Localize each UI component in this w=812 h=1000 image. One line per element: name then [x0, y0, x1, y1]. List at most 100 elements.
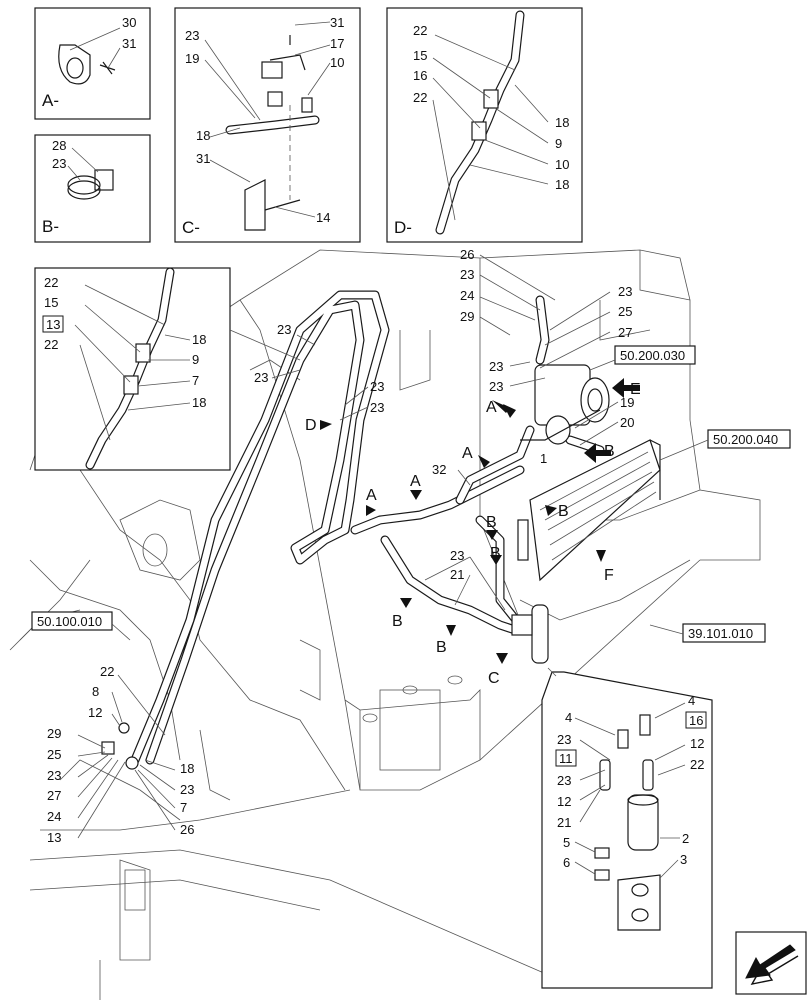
callout-inset-9: 9: [192, 352, 199, 367]
arrow-letter: E: [630, 381, 641, 398]
callout-l22: 22: [100, 664, 114, 679]
callout-d-18b: 18: [555, 177, 569, 192]
main-callouts-middle: 23 23 23 23 23 21: [254, 322, 506, 611]
main-callouts-upper: 26 23 24 29 23 25 27 23 23 19 20 1 32: [432, 247, 634, 486]
callout-l26: 26: [180, 822, 194, 837]
panel-c-letter: C-: [182, 218, 200, 237]
callout-23g: 23: [370, 379, 384, 394]
callout-25: 25: [618, 304, 632, 319]
callout-b-28: 28: [52, 138, 66, 153]
view-arrow-a1: A: [486, 399, 516, 418]
callout-23f: 23: [254, 370, 268, 385]
callout-c-10: 10: [330, 55, 344, 70]
callout-rx-12a: 12: [690, 736, 704, 751]
detail-panel-d: 22 15 16 22 18 9 10 18 D-: [386, 7, 583, 243]
callout-27: 27: [618, 325, 632, 340]
reference-label[interactable]: 39.101.010: [688, 626, 753, 641]
reference-label[interactable]: 50.100.010: [37, 614, 102, 629]
view-arrow-b1: B: [584, 443, 615, 463]
reference-box-50200040[interactable]: 50.200.040: [659, 429, 791, 461]
detail-inset-hose: 22 15 13 22 18 9 7 18: [34, 267, 301, 471]
callout-rx-2: 2: [682, 831, 689, 846]
callout-23b: 23: [618, 284, 632, 299]
callout-inset-18a: 18: [192, 332, 206, 347]
view-arrow-b3: B: [486, 514, 498, 540]
arrow-letter: A: [410, 473, 421, 490]
arrow-letter: A: [462, 445, 473, 462]
view-arrow-b6: B: [436, 625, 456, 656]
detail-panel-a: 30 31 A-: [34, 7, 151, 120]
callout-rx-23b: 23: [557, 773, 571, 788]
callout-l27: 27: [47, 788, 61, 803]
callout-d-16: 16: [413, 68, 427, 83]
callout-rx-23a: 23: [557, 732, 571, 747]
callout-b-23: 23: [52, 156, 66, 171]
callout-c-14: 14: [316, 210, 330, 225]
arrow-letter: B: [490, 545, 501, 562]
callout-d-22b: 22: [413, 90, 427, 105]
view-arrow-b5: B: [392, 598, 412, 630]
callout-inset-7: 7: [192, 373, 199, 388]
reference-box-39101010[interactable]: 39.101.010: [649, 623, 766, 643]
callout-l18: 18: [180, 761, 194, 776]
callout-26: 26: [460, 247, 474, 262]
callout-rx-12b: 12: [557, 794, 571, 809]
callout-rx-4a: 4: [565, 710, 572, 725]
callout-rx-5: 5: [563, 835, 570, 850]
reference-box-50100010[interactable]: 50.100.010: [31, 611, 131, 641]
arrow-letter: B: [436, 639, 447, 656]
callout-19: 19: [620, 395, 634, 410]
callout-c-23: 23: [185, 28, 199, 43]
callout-rx-22: 22: [690, 757, 704, 772]
callout-l23b: 23: [180, 782, 194, 797]
callout-23c: 23: [489, 359, 503, 374]
callout-d-22a: 22: [413, 23, 427, 38]
view-arrows: A E B A A A D B B B F B B C: [305, 378, 641, 687]
panel-a-letter: A-: [42, 91, 59, 110]
callout-c-31b: 31: [196, 151, 210, 166]
reference-box-50200030[interactable]: 50.200.030: [589, 345, 696, 371]
callout-a-31: 31: [122, 36, 136, 51]
callout-d-18a: 18: [555, 115, 569, 130]
callout-l25: 25: [47, 747, 61, 762]
callout-inset-13: 13: [46, 317, 60, 332]
callout-c-31a: 31: [330, 15, 344, 30]
callout-l13: 13: [47, 830, 61, 845]
callout-23a: 23: [460, 267, 474, 282]
reference-label[interactable]: 50.200.030: [620, 348, 685, 363]
arrow-letter: B: [604, 443, 615, 460]
receiver-drier-main: [511, 604, 549, 664]
callout-rx-4b: 4: [688, 693, 695, 708]
callout-1: 1: [540, 451, 547, 466]
callout-l29: 29: [47, 726, 61, 741]
callout-23e: 23: [277, 322, 291, 337]
callout-d-10: 10: [555, 157, 569, 172]
arrow-letter: A: [366, 487, 377, 504]
reference-label[interactable]: 50.200.040: [713, 432, 778, 447]
callout-inset-15: 15: [44, 295, 58, 310]
callout-l7: 7: [180, 800, 187, 815]
callout-23h: 23: [370, 400, 384, 415]
callout-rx-6: 6: [563, 855, 570, 870]
view-arrow-e: E: [612, 378, 641, 398]
view-arrow-c: C: [488, 653, 508, 687]
callout-24: 24: [460, 288, 474, 303]
panel-b-letter: B-: [42, 217, 59, 236]
arrow-letter: B: [558, 503, 569, 520]
callout-23i: 23: [450, 548, 464, 563]
arrow-letter: A: [486, 399, 497, 416]
view-arrow-b2: B: [545, 503, 569, 520]
callout-rx-21: 21: [557, 815, 571, 830]
callout-d-15: 15: [413, 48, 427, 63]
callout-rx-3: 3: [680, 852, 687, 867]
detail-receiver: 4 4 16 23 12 11 22 23 12 21 2 5 6 3: [541, 667, 713, 989]
callout-21: 21: [450, 567, 464, 582]
arrow-letter: B: [486, 514, 497, 531]
callout-rx-16: 16: [689, 713, 703, 728]
callout-d-9: 9: [555, 136, 562, 151]
callout-l12: 12: [88, 705, 102, 720]
detail-panel-c: 23 31 19 17 10 18 31 14 C-: [174, 7, 361, 243]
next-page-icon[interactable]: [735, 931, 807, 995]
arrow-letter: D: [305, 417, 317, 434]
